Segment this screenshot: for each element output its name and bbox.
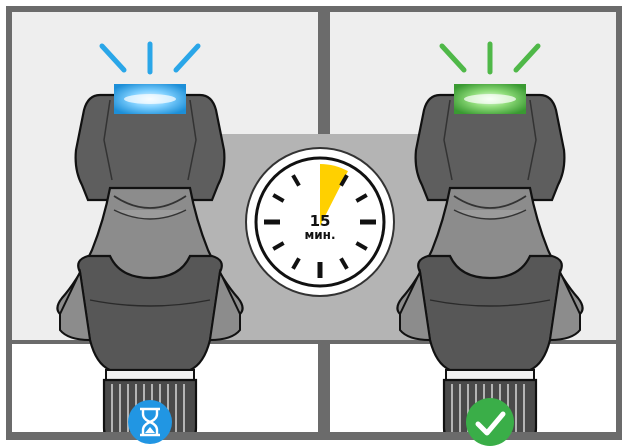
hourglass-badge [128,400,172,444]
timer-unit: мин. [280,229,360,241]
timer-minutes: 15 [280,214,360,229]
checkmark-badge [466,398,514,446]
